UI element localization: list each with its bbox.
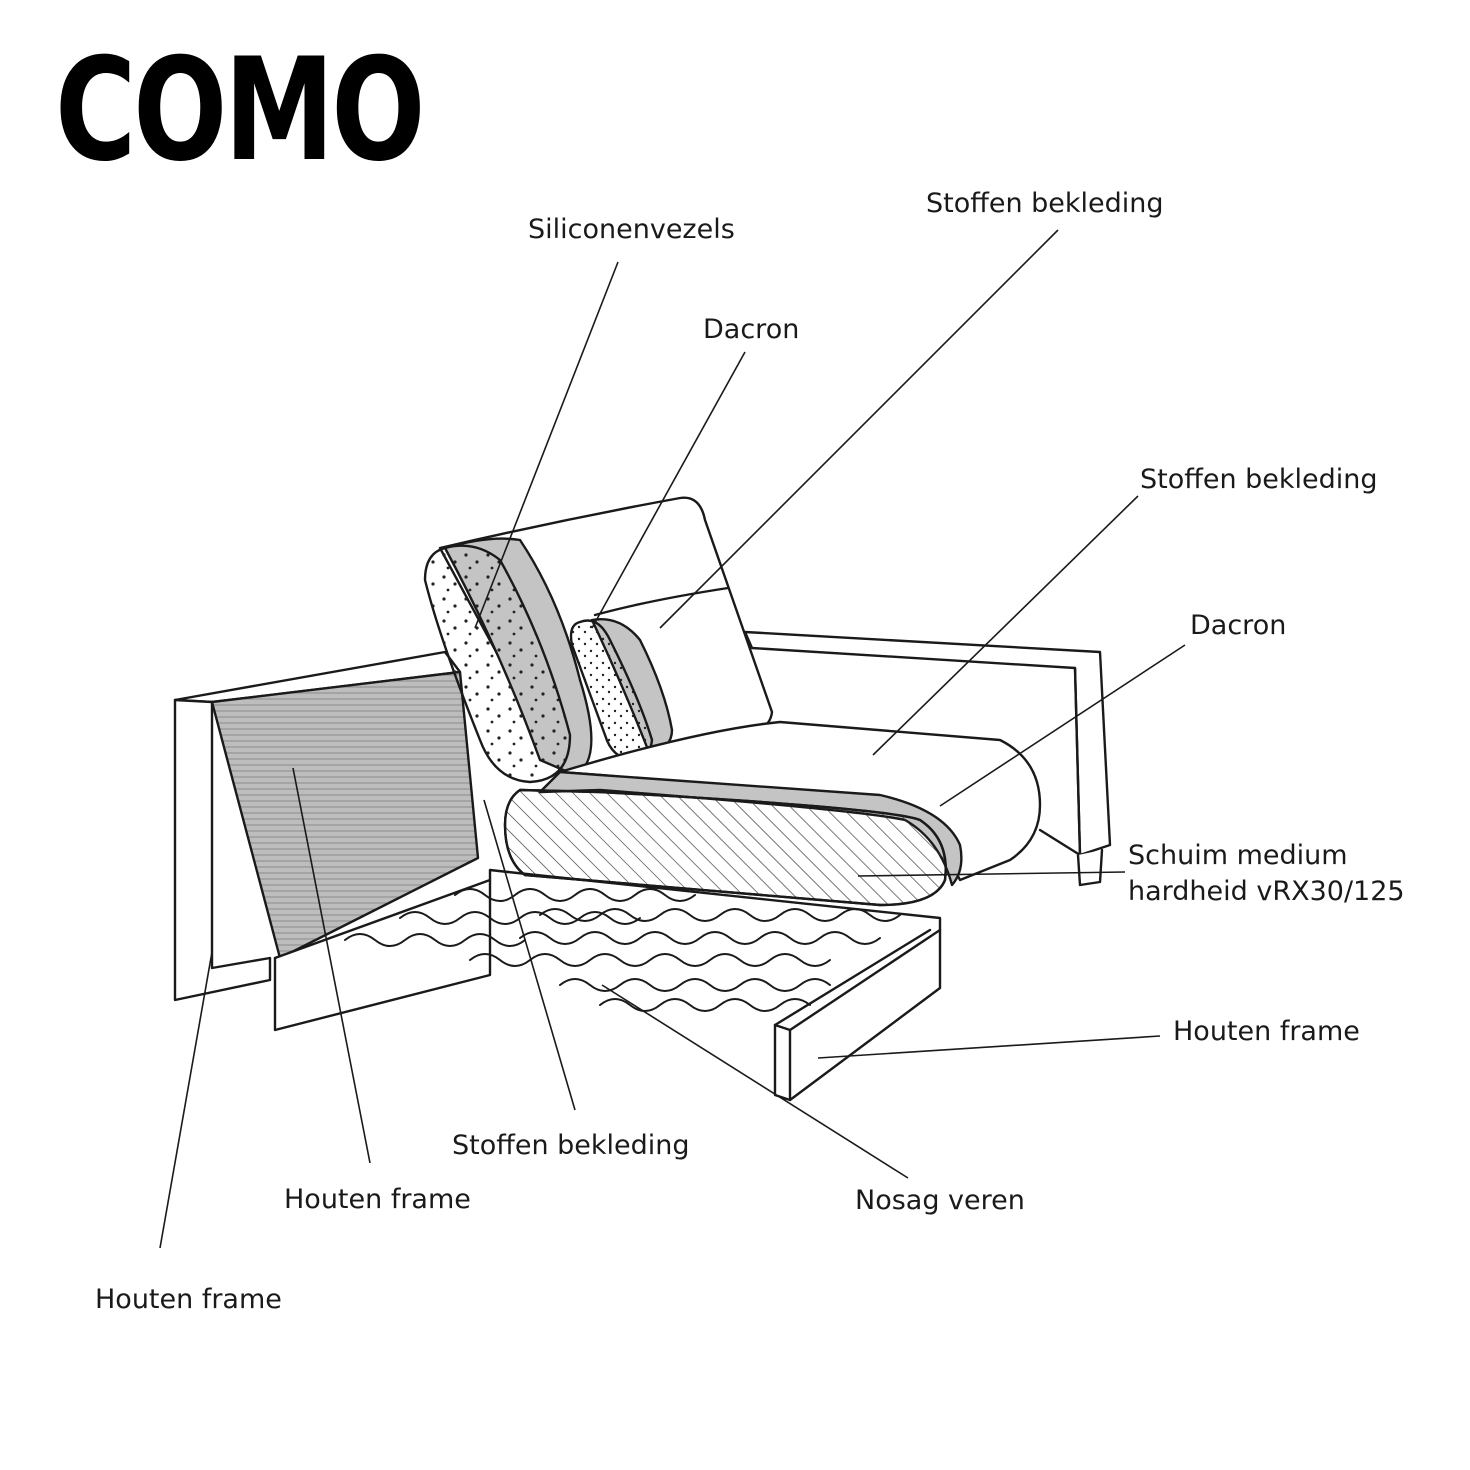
label-houten-frame-side: Houten frame — [95, 1284, 282, 1315]
right-armrest — [743, 630, 1112, 887]
label-stoffen-bekleding-bottom: Stoffen bekleding — [452, 1130, 690, 1161]
brand-logo: COMO — [55, 28, 425, 193]
label-houten-frame-front: Houten frame — [1173, 1016, 1360, 1047]
left-armrest-frame — [173, 650, 480, 1002]
label-dacron-back: Dacron — [703, 314, 800, 345]
label-siliconenvezels: Siliconenvezels — [528, 214, 735, 245]
label-houten-frame-middle: Houten frame — [284, 1184, 471, 1215]
back-cushion — [423, 496, 774, 784]
leader-lines — [159, 229, 1186, 1249]
label-nosag-veren: Nosag veren — [855, 1185, 1025, 1216]
label-stoffen-bekleding-top: Stoffen bekleding — [926, 188, 1164, 219]
label-schuim-line1: Schuim medium — [1128, 840, 1348, 871]
label-stoffen-bekleding-seat: Stoffen bekleding — [1140, 464, 1378, 495]
seat-cushion — [503, 720, 1042, 907]
nosag-springs — [344, 888, 901, 1012]
label-dacron-seat: Dacron — [1190, 610, 1287, 641]
base-frame — [273, 868, 942, 1102]
label-schuim-line2: hardheid vRX30/125 — [1128, 876, 1405, 907]
